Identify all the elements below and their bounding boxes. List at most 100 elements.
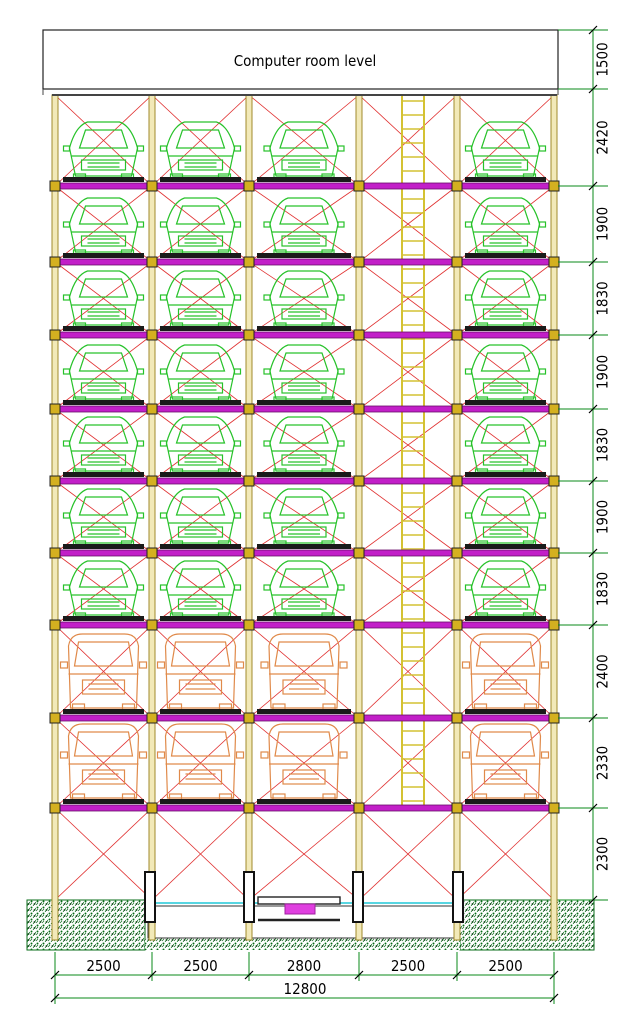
dim-tick-mark <box>147 970 157 980</box>
sedan-car <box>62 416 145 476</box>
brace <box>456 480 555 554</box>
beam-joint <box>49 403 61 415</box>
pallet-tray <box>160 472 241 477</box>
beam-joint <box>451 547 463 559</box>
height-label: 2420 <box>594 120 612 154</box>
sedan-mirror <box>136 440 145 447</box>
brace <box>54 552 153 626</box>
van-windshield <box>475 641 536 667</box>
sedan-grille <box>281 308 327 320</box>
sedan-windshield <box>279 352 329 372</box>
sedan-body <box>165 416 236 472</box>
sedan-body <box>269 121 339 177</box>
beam-joint <box>451 403 463 415</box>
brace <box>151 334 250 410</box>
sedan-mirror <box>159 512 168 519</box>
sedan-grille <box>482 159 529 171</box>
brace <box>151 94 250 187</box>
beam-joint <box>353 180 365 192</box>
beam-joint <box>451 802 463 814</box>
pallet-tray <box>465 177 546 182</box>
sedan-grille <box>482 598 529 610</box>
sedan-mirror <box>159 368 168 375</box>
sedan-mirror <box>233 145 242 152</box>
sedan-body <box>165 344 236 400</box>
pallet-tray <box>465 326 546 331</box>
pallet-tray <box>160 400 241 405</box>
beam-joint <box>548 403 560 415</box>
beam-joint <box>243 329 255 341</box>
pallet-beam <box>54 804 555 812</box>
beam-joint <box>548 802 560 814</box>
sedan-car <box>464 121 547 181</box>
beam-joint <box>146 180 158 192</box>
sedan-windshield <box>480 352 531 372</box>
van-grille <box>178 679 223 695</box>
steel-frame <box>42 89 559 941</box>
pallet-tray <box>465 799 546 804</box>
sedan-mirror <box>62 584 71 591</box>
sedan-car <box>62 121 145 181</box>
beam-joint <box>353 256 365 268</box>
sedan-grille <box>281 526 327 538</box>
sedan-mirror <box>233 221 242 228</box>
ground-pit <box>145 938 460 950</box>
sedan-windshield <box>78 496 129 516</box>
sedan-grille <box>177 308 224 320</box>
sedan-body <box>68 344 139 400</box>
pallet-tray <box>257 709 351 714</box>
height-label: 1500 <box>594 42 612 76</box>
pallet-tray <box>257 400 351 405</box>
pallet-tray <box>63 400 144 405</box>
pallet-beam <box>54 549 555 557</box>
brace <box>151 717 250 809</box>
van-body <box>67 723 140 799</box>
brace <box>456 94 555 187</box>
height-label: 1900 <box>594 207 612 241</box>
brace <box>248 334 360 410</box>
beam-joint <box>548 329 560 341</box>
beam-joint <box>146 256 158 268</box>
van-mirror <box>235 751 245 759</box>
brace <box>358 717 458 809</box>
dim-tick-mark <box>588 181 598 191</box>
beam-joint <box>146 712 158 724</box>
brace <box>248 480 360 554</box>
height-label: 1830 <box>594 281 612 315</box>
beam-joint <box>243 802 255 814</box>
pallet-tray <box>63 253 144 258</box>
sedan-mirror <box>62 512 71 519</box>
brace <box>248 94 360 187</box>
van-grille <box>282 769 326 785</box>
sedan-windshield <box>480 424 531 444</box>
sedan-grille <box>482 526 529 538</box>
sedan-windshield <box>78 129 129 149</box>
beam-joint <box>353 475 365 487</box>
sedan-car <box>159 270 242 330</box>
turntable-top <box>257 896 341 905</box>
pallet-tray <box>465 616 546 621</box>
beam-joint <box>243 619 255 631</box>
pallet-tray <box>63 799 144 804</box>
beam-joint <box>353 619 365 631</box>
van-windshield <box>73 641 134 667</box>
sedan-car <box>263 416 345 476</box>
sedan-car <box>464 560 547 620</box>
dim-tick-mark <box>588 84 598 94</box>
brace <box>151 261 250 336</box>
brace <box>151 807 250 901</box>
sedan-grille <box>482 454 529 466</box>
sedan-mirror <box>62 145 71 152</box>
sedan-car <box>62 344 145 404</box>
van-mirror <box>461 661 471 669</box>
turntable-motor <box>284 903 316 915</box>
sedan-grille <box>80 454 127 466</box>
width-label: 2500 <box>488 957 522 975</box>
sedan-mirror <box>464 368 473 375</box>
sedan-mirror <box>464 145 473 152</box>
beam-joint <box>548 712 560 724</box>
van-body <box>164 723 237 799</box>
van-mirror <box>59 661 69 669</box>
sedan-car <box>464 344 547 404</box>
pallet-tray <box>160 177 241 182</box>
